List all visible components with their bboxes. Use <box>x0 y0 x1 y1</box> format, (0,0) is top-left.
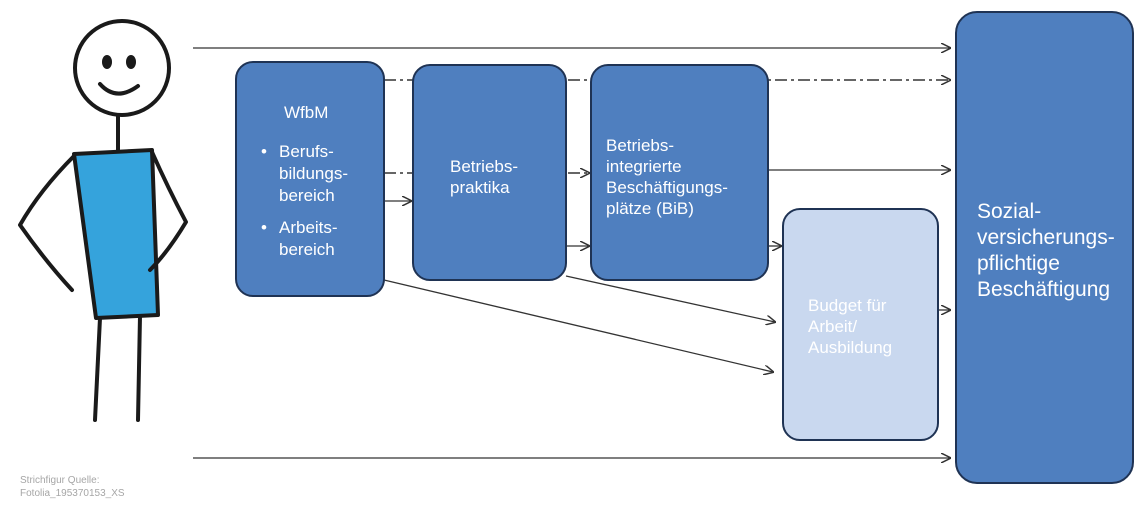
sv-box: Sozial- versicherungs- pflichtige Beschä… <box>955 11 1134 484</box>
wfbm-title: WfbM <box>284 103 329 122</box>
bullet-label: Arbeits- bereich <box>279 218 338 259</box>
wfbm-bullet-berufsbildungsbereich: Berufs- bildungs- bereich <box>257 141 377 207</box>
praktika-box: Betriebs- praktika <box>412 64 567 281</box>
budget-box: Budget für Arbeit/ Ausbildung <box>782 208 939 441</box>
budget-label: Budget für Arbeit/ Ausbildung <box>808 296 893 357</box>
arrow-praktika-budget <box>565 275 775 322</box>
bib-label: Betriebs- integrierte Beschäftigungs- pl… <box>606 136 728 218</box>
arrow-wfbm-budget <box>383 279 773 372</box>
bib-box: Betriebs- integrierte Beschäftigungs- pl… <box>590 64 769 281</box>
wfbm-box: WfbM Berufs- bildungs- bereich Arbeits- … <box>235 61 385 297</box>
wfbm-bullet-arbeitsbereich: Arbeits- bereich <box>257 217 377 261</box>
wfbm-bullet-list: Berufs- bildungs- bereich Arbeits- berei… <box>257 141 377 271</box>
bullet-label: Berufs- bildungs- bereich <box>279 142 348 205</box>
stick-figure-icon <box>18 19 188 422</box>
sv-label: Sozial- versicherungs- pflichtige Beschä… <box>977 200 1115 301</box>
image-source-caption: Strichfigur Quelle: Fotolia_195370153_XS <box>20 475 125 499</box>
praktika-label: Betriebs- praktika <box>450 157 519 197</box>
